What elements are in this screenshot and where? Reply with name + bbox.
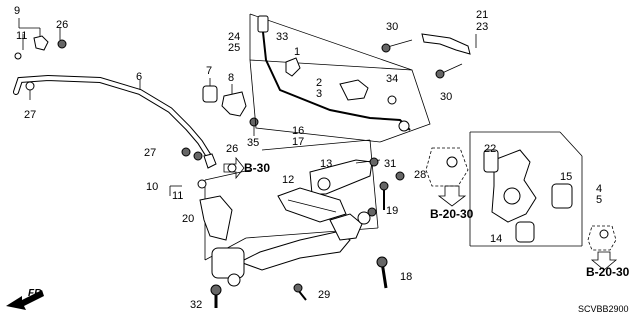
part-label-14: 14 [490,233,502,245]
bolt [435,69,445,79]
bushing-holder-group [202,78,259,136]
bracket [199,195,233,241]
part-label-32: 32 [190,299,202,311]
ref-b-30: B-30 [244,161,270,175]
nut [395,171,405,181]
stabilizer-link [203,153,217,169]
stabilizer-link-bracket [33,35,49,51]
knuckle [491,149,537,223]
bolt [381,43,391,53]
speed-sensor-group [249,13,431,143]
stabilizer-bar [13,74,213,161]
part-label-27b: 27 [144,147,156,159]
nut [193,151,203,161]
knuckle-mount [329,213,363,241]
part-label-29: 29 [318,289,330,301]
stabilizer-bar-group [13,18,237,173]
part-label-15: 15 [560,171,572,183]
bolt [599,229,609,239]
nut [181,147,191,157]
part-label-11b: 11 [172,190,183,202]
part-label-25: 25 [228,42,240,54]
bar-bushing [202,85,218,103]
direction-label: FR. [28,288,44,299]
part-label-5: 5 [596,194,602,206]
part-label-28: 28 [414,169,426,181]
upper-arm [421,33,471,55]
part-label-19: 19 [386,205,398,217]
part-label-9: 9 [14,5,20,17]
part-label-24: 24 [228,31,240,43]
lower-arm [277,187,347,223]
front-direction-arrow [6,290,44,310]
bushing [227,273,241,287]
sensor-connector [257,15,269,33]
part-label-27: 27 [24,109,36,121]
upper-arm-group [381,33,477,79]
ref-b-20-30-a: B-20-30 [430,207,474,221]
bolt [376,256,388,268]
lower-arm-group [204,139,405,308]
part-label-18: 18 [400,271,412,283]
bolt [387,95,397,105]
part-label-33: 33 [276,31,288,43]
nut [57,39,67,49]
part-label-7: 7 [206,65,212,77]
link-bracket-group [169,179,233,241]
part-label-31: 31 [384,158,396,170]
joint [357,211,371,225]
trailing-arm [238,231,351,271]
bolt [210,284,222,296]
part-label-3: 3 [316,88,322,100]
damper-body [211,247,245,279]
part-label-2: 2 [316,77,322,89]
bolt [379,181,389,191]
part-label-4: 4 [596,183,602,195]
part-label-12: 12 [282,174,294,186]
nut [367,207,377,217]
knuckle-bushing [551,183,573,209]
part-label-30a: 30 [386,21,398,33]
wheel-speed-sensor [398,120,410,132]
part-label-22: 22 [484,143,496,155]
bushing-holder [221,91,247,117]
part-label-6: 6 [136,71,142,83]
part-label-26: 26 [56,19,68,31]
bolt [369,157,379,167]
part-label-30b: 30 [440,91,452,103]
sensor-bracket [339,79,369,101]
part-label-1: 1 [294,46,300,58]
wire-clamp [285,57,301,77]
part-label-20: 20 [182,213,194,225]
part-labels: 9 26 11 27 6 7 8 35 24 25 33 1 2 3 34 30… [14,5,602,311]
bar-bushing-left [25,81,35,91]
part-label-23: 23 [476,21,488,33]
knuckle-group [425,131,618,271]
part-label-16: 16 [292,125,304,137]
diagram-code: SCVBB2900 [578,304,629,314]
link-bolt [197,179,207,189]
ref-b-20-30-b: B-20-30 [586,265,630,279]
compliance-bushing [483,149,499,173]
bushing [515,221,535,243]
bolt [14,52,22,60]
part-label-21: 21 [476,9,488,21]
bolt [249,117,259,127]
part-label-13: 13 [320,158,332,170]
part-label-34: 34 [386,73,398,85]
part-label-17: 17 [292,136,304,148]
part-label-10: 10 [146,181,158,193]
part-label-26b: 26 [226,143,238,155]
bushing [317,177,331,191]
bolt [293,283,303,293]
part-label-35: 35 [247,137,259,149]
part-label-8: 8 [228,72,234,84]
ball-joint [446,156,458,168]
bushing [227,163,237,173]
part-label-11: 11 [16,30,27,42]
hub-bore [503,187,521,205]
